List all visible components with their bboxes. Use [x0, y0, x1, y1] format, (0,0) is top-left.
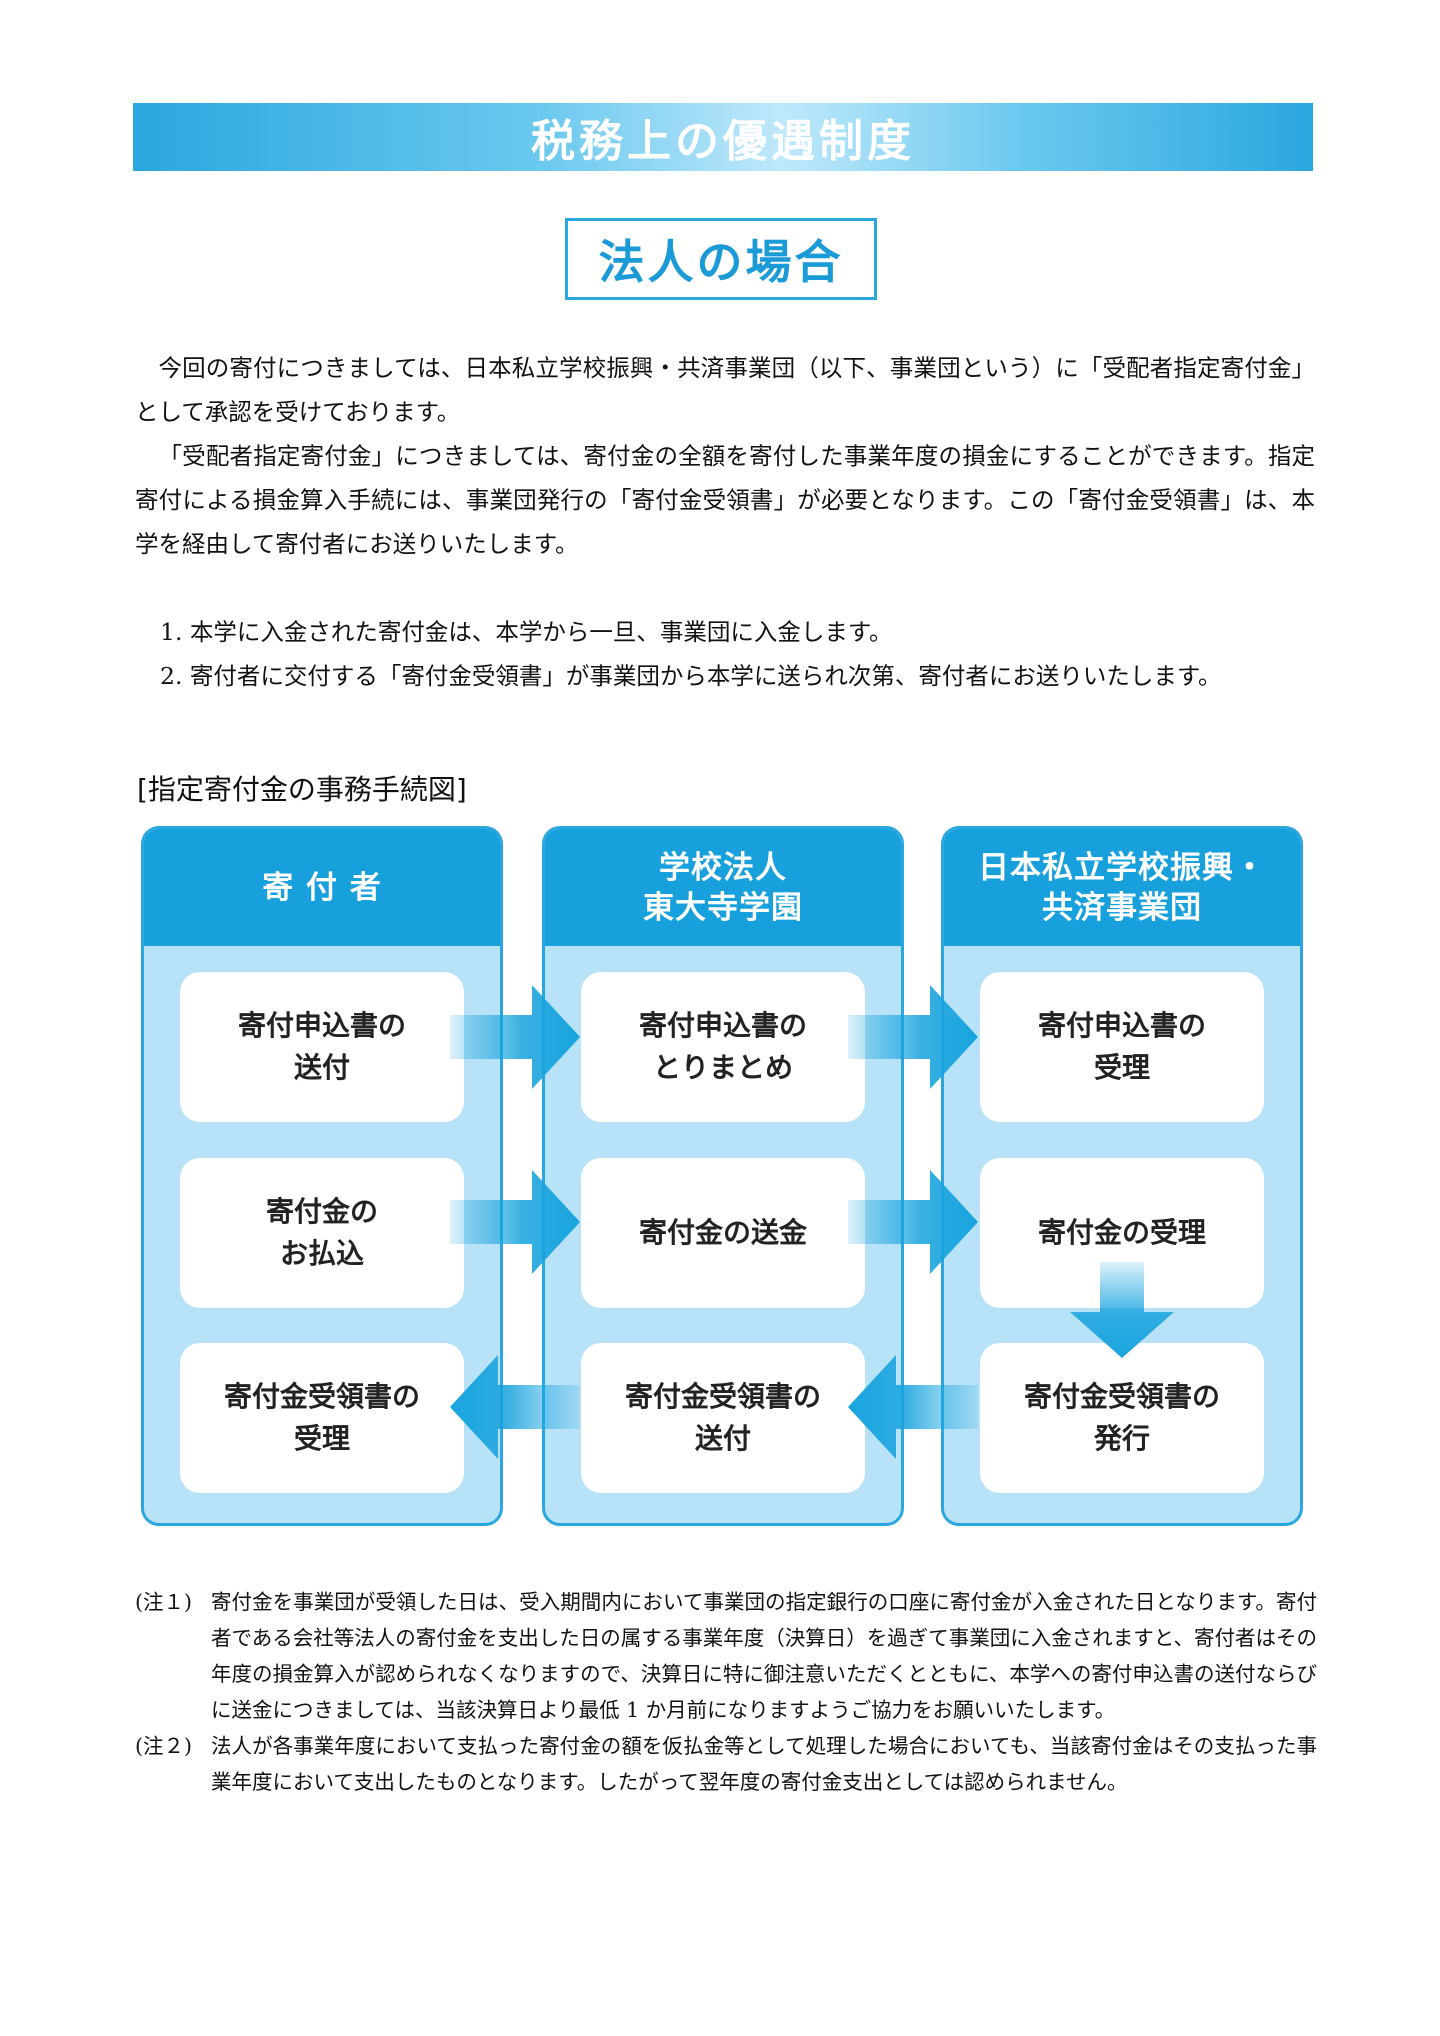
step-2: 2. 寄付者に交付する「寄付金受領書」が事業団から本学に送られ次第、寄付者にお送…	[160, 662, 1222, 690]
column-school: 学校法人 東大寺学園 寄付申込書の とりまとめ 寄付金の送金 寄付金受領書の 送…	[542, 826, 904, 1526]
intro-text: 今回の寄付につきましては、日本私立学校振興・共済事業団（以下、事業団という）に「…	[135, 346, 1315, 566]
box-line: 送付	[694, 1422, 751, 1455]
intro-paragraph-2: 「受配者指定寄付金」につきましては、寄付金の全額を寄付した事業年度の損金にするこ…	[135, 442, 1315, 558]
note-label: (注１)	[135, 1590, 192, 1614]
box-line: 受理	[293, 1422, 350, 1455]
box-line: 寄付申込書の	[1037, 1009, 1206, 1042]
arrow-right-icon	[848, 985, 978, 1089]
box-compile-application: 寄付申込書の とりまとめ	[581, 972, 865, 1122]
box-accept-application: 寄付申込書の 受理	[980, 972, 1264, 1122]
intro-paragraph-1: 今回の寄付につきましては、日本私立学校振興・共済事業団（以下、事業団という）に「…	[135, 354, 1315, 426]
box-send-application: 寄付申込書の 送付	[180, 972, 464, 1122]
steps-list: 1. 本学に入金された寄付金は、本学から一旦、事業団に入金します。 2. 寄付者…	[160, 610, 1222, 698]
box-line: 送付	[293, 1051, 350, 1084]
column-foundation-header-line-2: 共済事業団	[1042, 889, 1202, 926]
note-1: (注１) 寄付金を事業団が受領した日は、受入期間内において事業団の指定銀行の口座…	[135, 1584, 1317, 1728]
column-school-header-line-2: 東大寺学園	[643, 889, 803, 926]
arrow-right-icon	[450, 1170, 580, 1274]
box-line: お払込	[279, 1237, 364, 1270]
column-foundation: 日本私立学校振興・ 共済事業団 寄付申込書の 受理 寄付金の受理 寄付金受領書の…	[941, 826, 1303, 1526]
column-foundation-header-line-1: 日本私立学校振興・	[978, 849, 1266, 886]
box-line: 受理	[1093, 1051, 1150, 1084]
arrow-left-icon	[848, 1355, 978, 1459]
note-text: 法人が各事業年度において支払った寄付金の額を仮払金等として処理した場合においても…	[211, 1734, 1317, 1794]
page-title: 税務上の優遇制度	[531, 116, 915, 167]
box-receive-receipt: 寄付金受領書の 受理	[180, 1343, 464, 1493]
arrow-right-icon	[450, 985, 580, 1089]
box-line: 寄付金受領書の	[1023, 1380, 1220, 1413]
box-line: とりまとめ	[652, 1051, 793, 1084]
diagram-title: [指定寄付金の事務手続図]	[137, 773, 467, 806]
box-line: 寄付金受領書の	[624, 1380, 821, 1413]
box-line: 寄付金の受理	[1037, 1216, 1206, 1249]
column-school-header: 学校法人 東大寺学園	[545, 829, 901, 946]
column-donor-header: 寄 付 者	[144, 829, 500, 946]
note-label: (注２)	[135, 1734, 192, 1758]
box-line: 寄付金受領書の	[223, 1380, 420, 1413]
column-foundation-header: 日本私立学校振興・ 共済事業団	[944, 829, 1300, 946]
box-line: 発行	[1093, 1422, 1150, 1455]
box-line: 寄付金の	[265, 1195, 378, 1228]
column-school-header-line-1: 学校法人	[659, 849, 787, 886]
arrow-left-icon	[450, 1355, 580, 1459]
box-remit: 寄付金の送金	[581, 1158, 865, 1308]
box-send-receipt: 寄付金受領書の 送付	[581, 1343, 865, 1493]
subtitle-box: 法人の場合	[565, 218, 877, 300]
title-banner: 税務上の優遇制度	[133, 103, 1313, 171]
page-subtitle: 法人の場合	[598, 235, 844, 289]
note-2: (注２) 法人が各事業年度において支払った寄付金の額を仮払金等として処理した場合…	[135, 1728, 1317, 1800]
box-issue-receipt: 寄付金受領書の 発行	[980, 1343, 1264, 1493]
step-1: 1. 本学に入金された寄付金は、本学から一旦、事業団に入金します。	[160, 618, 893, 646]
box-line: 寄付申込書の	[638, 1009, 807, 1042]
column-donor: 寄 付 者 寄付申込書の 送付 寄付金の お払込 寄付金受領書の 受理	[141, 826, 503, 1526]
notes: (注１) 寄付金を事業団が受領した日は、受入期間内において事業団の指定銀行の口座…	[135, 1584, 1317, 1800]
box-payment: 寄付金の お払込	[180, 1158, 464, 1308]
note-text: 寄付金を事業団が受領した日は、受入期間内において事業団の指定銀行の口座に寄付金が…	[211, 1590, 1317, 1722]
box-line: 寄付申込書の	[237, 1009, 406, 1042]
column-donor-header-text: 寄 付 者	[262, 869, 382, 906]
box-line: 寄付金の送金	[638, 1216, 807, 1249]
arrow-down-icon	[1070, 1262, 1174, 1358]
arrow-right-icon	[848, 1170, 978, 1274]
